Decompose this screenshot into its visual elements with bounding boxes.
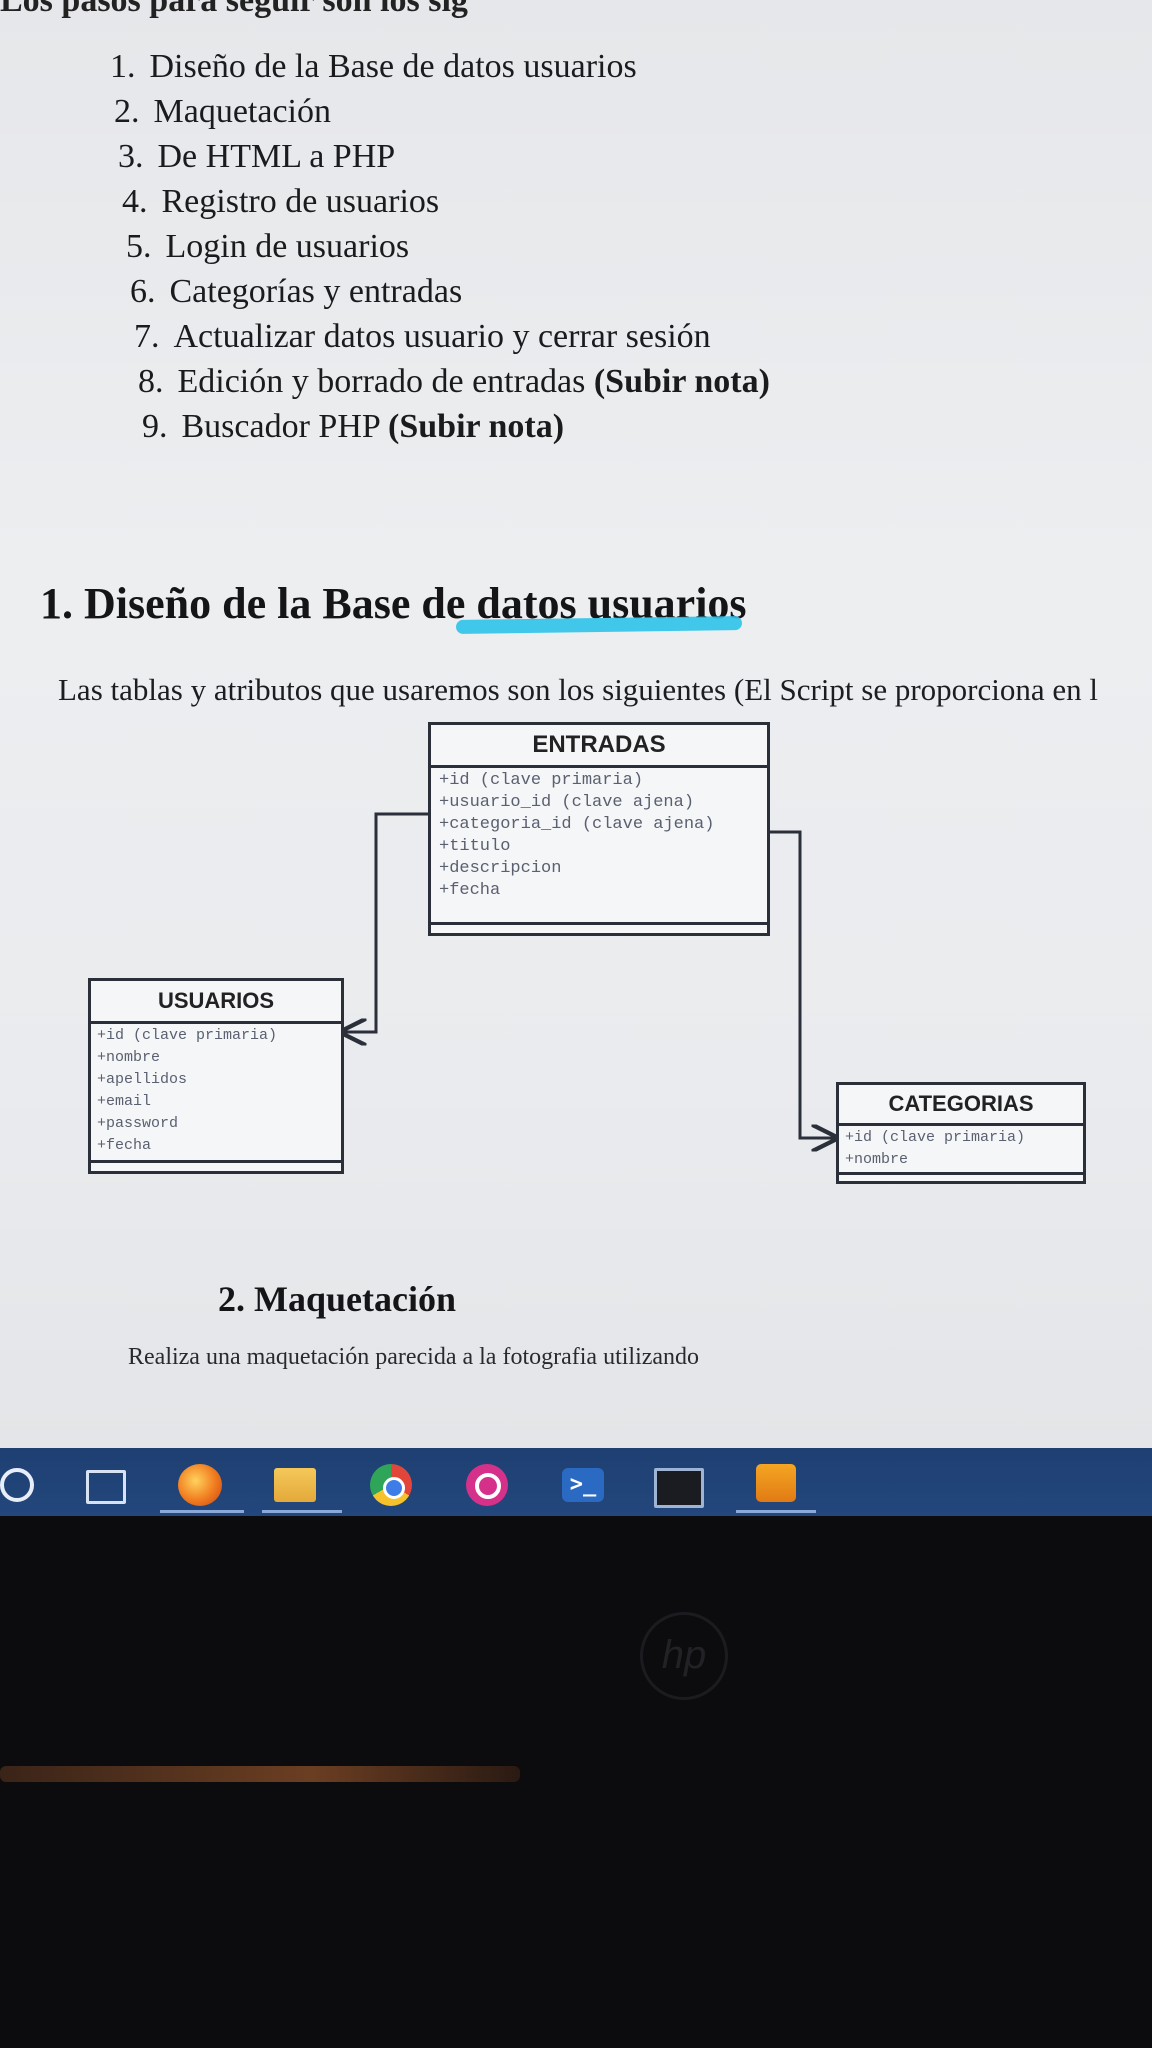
step-number: 7. xyxy=(134,318,160,355)
hp-logo: hp xyxy=(640,1612,728,1700)
section-2-title: 2. Maquetación xyxy=(218,1279,456,1319)
step-item: 7. Actualizar datos usuario y cerrar sesi… xyxy=(134,318,711,356)
step-item: 1. Diseño de la Base de datos usuarios xyxy=(110,48,637,86)
step-text: Diseño de la Base de datos usuarios xyxy=(149,48,637,85)
step-text: Registro de usuarios xyxy=(161,183,440,220)
step-emphasis: (Subir nota) xyxy=(388,408,565,445)
step-item: 9. Buscador PHP (Subir nota) xyxy=(142,408,564,446)
sublime-active-indicator xyxy=(736,1510,816,1513)
step-number: 2. xyxy=(114,93,140,130)
entity-attribute: +fecha xyxy=(97,1137,152,1154)
step-text: Maquetación xyxy=(153,93,332,130)
section-2-text: Realiza una maquetación parecida a la fo… xyxy=(128,1344,700,1370)
laptop-bezel xyxy=(0,1516,1152,2048)
entity-attribute: +fecha xyxy=(439,881,501,900)
step-text: De HTML a PHP xyxy=(157,138,396,175)
entity-attribute: +nombre xyxy=(97,1049,161,1066)
entity-categorias-footer xyxy=(839,1172,1083,1175)
step-number: 4. xyxy=(122,183,148,220)
entity-attribute: +categoria_id (clave ajena) xyxy=(439,815,715,834)
step-number: 9. xyxy=(142,408,168,445)
step-item: 4. Registro de usuarios xyxy=(122,183,439,221)
categorias-entradas-relation-line xyxy=(768,830,836,1138)
entity-attribute: +id (clave primaria) xyxy=(97,1027,278,1044)
terminal-icon[interactable] xyxy=(654,1468,704,1508)
task-view-icon[interactable] xyxy=(86,1470,126,1504)
firefox-active-indicator xyxy=(160,1510,244,1513)
step-number: 3. xyxy=(118,138,144,175)
step-number: 5. xyxy=(126,228,152,265)
entity-entradas-title: ENTRADAS xyxy=(431,725,767,768)
step-text: Categorías y entradas xyxy=(169,273,463,310)
step-text: Buscador PHP xyxy=(181,408,389,445)
entity-usuarios-footer xyxy=(91,1160,341,1163)
keyboard-light-reflection xyxy=(0,1766,520,1782)
entity-entradas: ENTRADAS +id (clave primaria) +usuario_id… xyxy=(428,722,770,936)
entity-attribute: +email xyxy=(97,1093,152,1110)
entity-usuarios: USUARIOS +id (clave primaria) +nombre +ape… xyxy=(88,978,344,1174)
entity-attribute: +descripcion xyxy=(439,859,562,878)
entity-attribute: +id (clave primaria) xyxy=(845,1129,1026,1146)
sublime-text-icon[interactable] xyxy=(756,1464,796,1502)
step-text: Login de usuarios xyxy=(165,228,410,265)
step-item: 2. Maquetación xyxy=(114,93,331,131)
windows-taskbar: >_ xyxy=(0,1448,1152,1516)
entity-categorias: CATEGORIAS +id (clave primaria) +nombre xyxy=(836,1082,1086,1184)
entity-attribute: +apellidos xyxy=(97,1071,188,1088)
entity-attribute: +password xyxy=(97,1115,179,1132)
search-circle-icon[interactable] xyxy=(0,1468,34,1502)
step-item: 3. De HTML a PHP xyxy=(118,138,395,176)
step-text: Actualizar datos usuario y cerrar sesión xyxy=(173,318,711,355)
usuarios-entradas-relation-line xyxy=(342,812,436,1032)
section-1-intro: Las tablas y atributos que usaremos son … xyxy=(58,672,1099,707)
entity-categorias-attrs: +id (clave primaria) +nombre xyxy=(839,1126,1083,1174)
entity-entradas-attrs: +id (clave primaria) +usuario_id (clave a… xyxy=(431,768,767,904)
entity-attribute: +titulo xyxy=(439,837,511,856)
step-number: 8. xyxy=(138,363,164,400)
entity-categorias-title: CATEGORIAS xyxy=(839,1085,1083,1126)
entity-usuarios-title: USUARIOS xyxy=(91,981,341,1024)
explorer-active-indicator xyxy=(262,1510,342,1513)
monitor-screen: Los pasos para seguir son los sig 1. Dise… xyxy=(0,0,1152,1448)
entity-usuarios-attrs: +id (clave primaria) +nombre +apellidos +em… xyxy=(91,1024,341,1160)
step-emphasis: (Subir nota) xyxy=(593,363,770,400)
step-item: 8. Edición y borrado de entradas (Subir n… xyxy=(138,363,770,401)
step-number: 1. xyxy=(110,48,136,85)
cut-off-heading: Los pasos para seguir son los sig xyxy=(0,0,468,19)
firefox-icon[interactable] xyxy=(178,1464,222,1506)
entity-attribute: +usuario_id (clave ajena) xyxy=(439,793,695,812)
entity-attribute: +nombre xyxy=(845,1151,909,1168)
file-explorer-icon[interactable] xyxy=(274,1468,316,1502)
step-item: 5. Login de usuarios xyxy=(126,228,409,266)
entity-attribute: +id (clave primaria) xyxy=(439,771,644,790)
step-text: Edición y borrado de entradas xyxy=(177,363,594,400)
er-diagram-connectors xyxy=(0,812,1152,1448)
step-item: 6. Categorías y entradas xyxy=(130,273,462,311)
entity-entradas-footer xyxy=(431,922,767,925)
app-pink-icon[interactable] xyxy=(466,1464,508,1506)
powershell-icon[interactable]: >_ xyxy=(562,1468,604,1502)
step-number: 6. xyxy=(130,273,156,310)
chrome-icon[interactable] xyxy=(370,1464,412,1506)
